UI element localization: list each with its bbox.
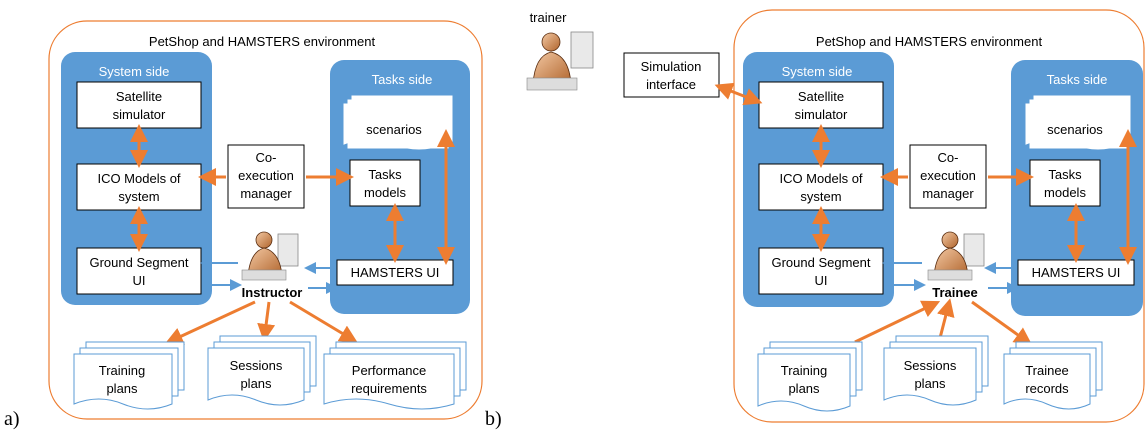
sessions-plans-line2: plans (240, 376, 272, 391)
coexec-line1: Co- (938, 150, 959, 165)
training-plans-line1: Training (99, 363, 145, 378)
panel-a: PetShop and HAMSTERS environment System … (4, 20, 483, 430)
ground-segment-line2: UI (133, 273, 146, 288)
ico-models-line2: system (800, 189, 841, 204)
trainer-label: trainer (530, 10, 568, 25)
arrow-trainee-to-records (971, 300, 1033, 346)
arrow-to-sessions (257, 301, 276, 342)
arrow-to-performance (289, 300, 358, 343)
actor-label: Trainee (932, 285, 978, 300)
training-plans-line2: plans (106, 381, 138, 396)
ico-models-line2: system (118, 189, 159, 204)
sim-interface-line1: Simulation (641, 59, 702, 74)
ground-segment-line1: Ground Segment (771, 255, 870, 270)
sessions-plans-line2: plans (914, 376, 946, 391)
performance-requirements-doc: Performance requirements (323, 341, 467, 410)
scenarios-label: scenarios (1047, 122, 1103, 137)
tasks-models-line1: Tasks (1048, 167, 1082, 182)
scenarios-label: scenarios (366, 122, 422, 137)
system-side-title: System side (99, 64, 170, 79)
ico-models-line1: ICO Models of (779, 171, 862, 186)
training-plans-doc: Training plans (757, 341, 863, 412)
environment-title: PetShop and HAMSTERS environment (149, 34, 376, 49)
scenarios-doc: scenarios (1025, 95, 1131, 150)
actor-label: Instructor (242, 285, 303, 300)
tasks-models-box: Tasks models (1029, 159, 1101, 207)
ico-models-box: ICO Models of system (76, 163, 202, 211)
coexecution-manager-box: Co- execution manager (227, 144, 305, 209)
arrow-sim-interface-satellite (714, 82, 763, 106)
satellite-simulator-line2: simulator (113, 107, 166, 122)
environment-container (733, 9, 1145, 423)
satellite-simulator-line2: simulator (795, 107, 848, 122)
satellite-simulator-box: Satellite simulator (76, 81, 202, 129)
trainer-figure (526, 31, 594, 91)
sessions-plans-line1: Sessions (904, 358, 957, 373)
sessions-plans-doc: Sessions plans (207, 335, 317, 406)
hamsters-ui-box: HAMSTERS UI (336, 259, 454, 286)
trainee-records-line2: records (1025, 381, 1069, 396)
trainee-records-line1: Trainee (1025, 363, 1069, 378)
hamsters-ui-label: HAMSTERS UI (351, 265, 440, 280)
trainee-records-doc: Trainee records (1003, 341, 1103, 410)
coexecution-manager-box: Co- execution manager (909, 144, 987, 209)
environment-title: PetShop and HAMSTERS environment (816, 34, 1043, 49)
coexec-line2: execution (238, 168, 294, 183)
sessions-plans-line1: Sessions (230, 358, 283, 373)
orange-arrows (130, 124, 455, 345)
blue-arrows (200, 257, 338, 294)
blue-arrows (882, 257, 1019, 294)
tasks-models-line1: Tasks (368, 167, 402, 182)
ground-segment-ui-box: Ground Segment UI (758, 247, 884, 295)
sessions-plans-doc: Sessions plans (883, 335, 989, 406)
simulation-interface-box: Simulation interface (623, 52, 720, 98)
panel-b: trainer Simulation interface PetShop and… (485, 9, 1145, 430)
coexec-line3: manager (240, 186, 292, 201)
coexec-line2: execution (920, 168, 976, 183)
satellite-simulator-line1: Satellite (798, 89, 844, 104)
orange-arrows (714, 82, 1137, 346)
ground-segment-ui-box: Ground Segment UI (76, 247, 202, 295)
tasks-models-box: Tasks models (349, 159, 421, 207)
tasks-models-line2: models (1044, 185, 1086, 200)
tasks-side-title: Tasks side (372, 72, 433, 87)
instructor-figure (241, 231, 299, 281)
coexec-line3: manager (922, 186, 974, 201)
performance-line1: Performance (352, 363, 426, 378)
system-side-title: System side (782, 64, 853, 79)
ico-models-box: ICO Models of system (758, 163, 884, 211)
trainee-figure (927, 231, 985, 281)
panel-label: b) (485, 408, 502, 430)
tasks-side-title: Tasks side (1047, 72, 1108, 87)
coexec-line1: Co- (256, 150, 277, 165)
ground-segment-line2: UI (815, 273, 828, 288)
ico-models-line1: ICO Models of (97, 171, 180, 186)
panel-label: a) (4, 408, 20, 430)
arrow-to-training (164, 300, 256, 345)
environment-container (48, 20, 483, 420)
scenarios-doc: scenarios (343, 95, 453, 150)
hamsters-ui-box: HAMSTERS UI (1017, 259, 1135, 286)
sim-interface-line2: interface (646, 77, 696, 92)
training-plans-line2: plans (788, 381, 820, 396)
satellite-simulator-line1: Satellite (116, 89, 162, 104)
performance-line2: requirements (351, 381, 427, 396)
training-plans-line1: Training (781, 363, 827, 378)
satellite-simulator-box: Satellite simulator (758, 81, 884, 129)
ground-segment-line1: Ground Segment (89, 255, 188, 270)
training-plans-doc: Training plans (73, 341, 185, 410)
hamsters-ui-label: HAMSTERS UI (1032, 265, 1121, 280)
tasks-models-line2: models (364, 185, 406, 200)
arrow-sessions-to-trainee (937, 298, 955, 339)
arrow-training-to-trainee (854, 300, 941, 344)
